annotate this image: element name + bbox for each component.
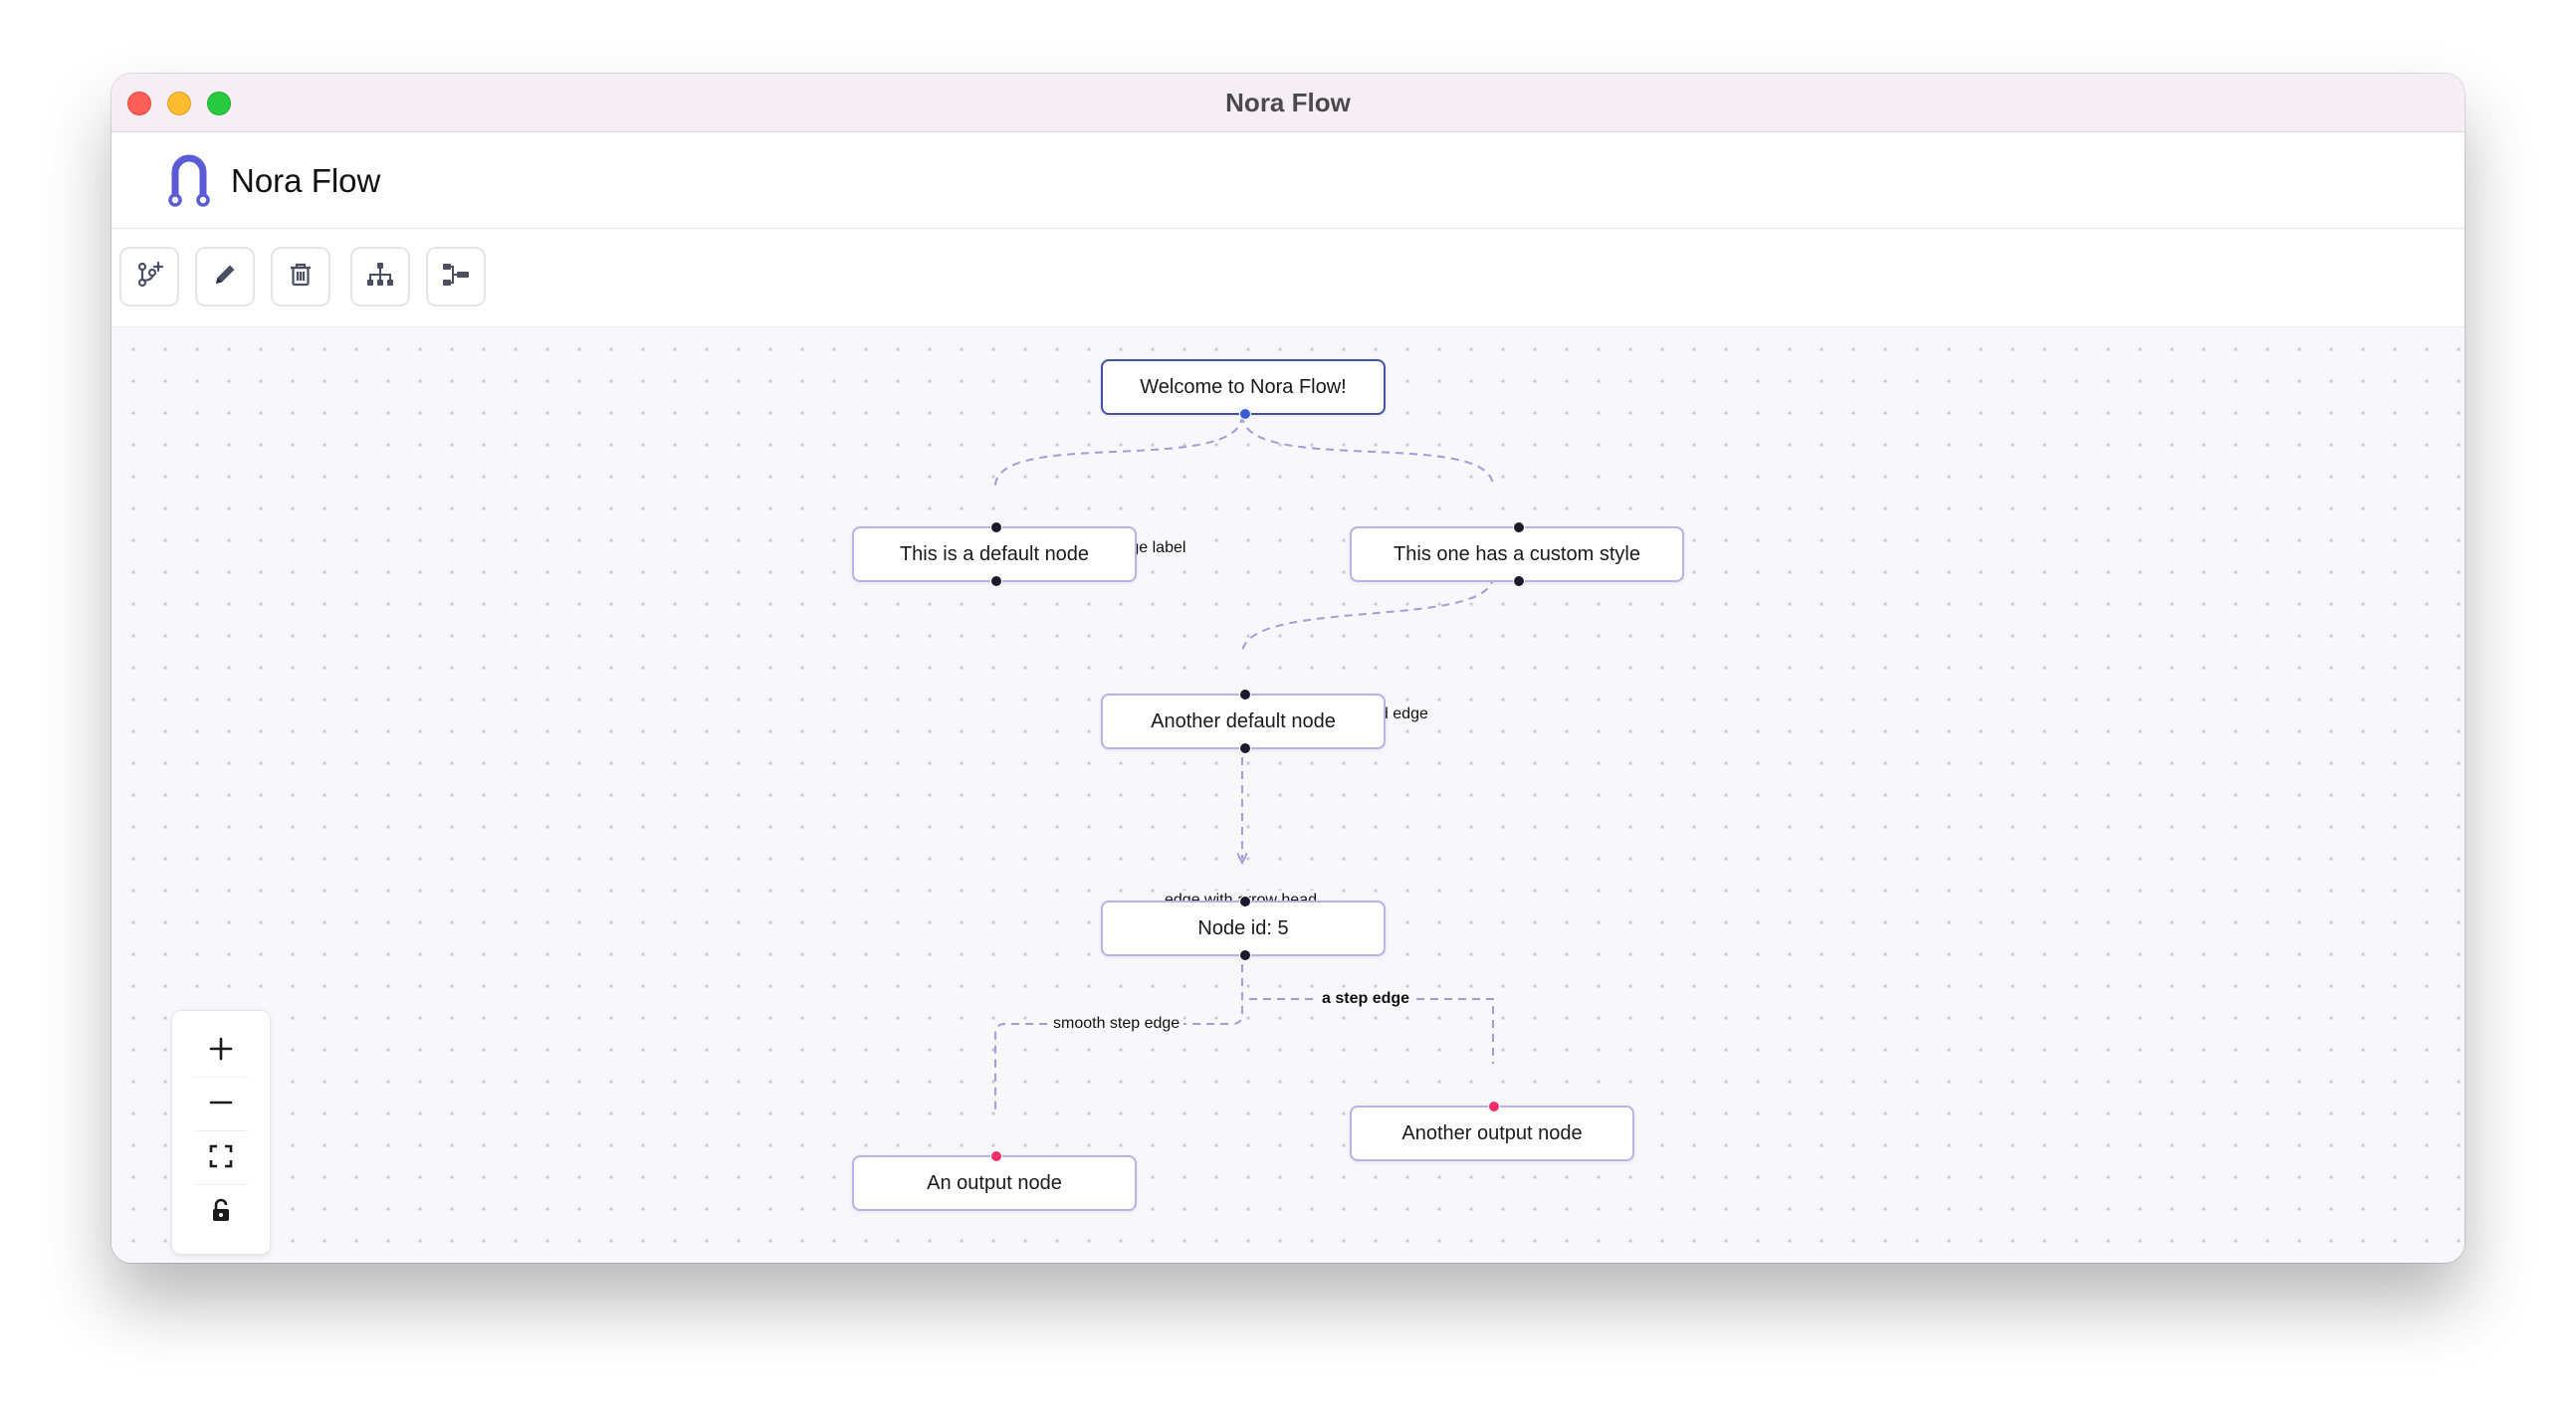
flow-node-custom-style[interactable]: This one has a custom style [1350,521,1684,587]
toggle-interactivity-button[interactable] [194,1186,248,1238]
source-handle[interactable] [1239,408,1251,420]
zoom-in-button[interactable] [194,1025,248,1078]
edge-layer [994,414,1494,1113]
flow-node[interactable]: Node id: 5 [1101,896,1386,961]
flow-node[interactable]: This is a default node [852,521,1137,587]
node-label: Node id: 5 [1197,916,1289,939]
maximize-window-button[interactable] [207,92,231,115]
minimize-window-button[interactable] [167,92,191,115]
app-name: Nora Flow [231,162,381,199]
delete-button[interactable] [271,247,330,306]
close-window-button[interactable] [127,92,151,115]
fit-view-button[interactable] [194,1132,248,1185]
flow-node-input[interactable]: Welcome to Nora Flow! [1101,359,1386,420]
unlock-icon [208,1197,234,1228]
target-handle[interactable] [990,1150,1002,1162]
node-label: Another default node [1151,709,1336,732]
edge-3-4 [1241,575,1494,655]
app-window: Nora Flow Nora Flow [111,74,2465,1263]
source-handle[interactable] [990,575,1002,587]
target-handle[interactable] [1488,1101,1500,1112]
flow-node-output[interactable]: An output node [852,1150,1137,1211]
target-handle[interactable] [1513,521,1525,533]
plus-icon [208,1036,234,1067]
node-label: Another output node [1401,1121,1583,1144]
title-bar: Nora Flow [111,74,2465,132]
vertical-layout-button[interactable] [350,247,410,306]
add-node-button[interactable] [119,247,179,306]
zoom-out-button[interactable] [194,1079,248,1131]
source-handle[interactable] [1239,742,1251,754]
fit-view-icon [208,1143,234,1174]
horseshoe-magnet-logo-icon [167,154,211,213]
toolbar [111,229,2465,327]
app-header: Nora Flow [111,132,2465,229]
edge-label: smooth step edge [1049,1014,1184,1034]
flow-node[interactable]: Another default node [1101,689,1386,754]
branch-plus-icon [135,261,164,294]
node-label: An output node [927,1171,1062,1194]
edge-1-2 [994,414,1243,488]
window-title: Nora Flow [1225,88,1351,117]
flow-controls [171,1010,271,1255]
trash-icon [287,261,315,294]
flow-canvas[interactable]: this is an edge label animated edge edge… [111,327,2465,1263]
source-handle[interactable] [1513,575,1525,587]
node-label: This one has a custom style [1394,542,1640,565]
pencil-icon [211,261,239,294]
hierarchy-icon [365,261,395,294]
minus-icon [208,1090,234,1120]
edge-1-3 [1241,414,1494,488]
flow-node-output[interactable]: Another output node [1350,1101,1634,1161]
horizontal-tree-icon [441,261,471,294]
target-handle[interactable] [990,521,1002,533]
target-handle[interactable] [1239,689,1251,701]
source-handle[interactable] [1239,949,1251,961]
node-label: Welcome to Nora Flow! [1140,375,1347,398]
target-handle[interactable] [1239,896,1251,907]
node-label: This is a default node [899,542,1090,565]
edge-label: a step edge [1318,989,1414,1009]
horizontal-layout-button[interactable] [426,247,486,306]
edit-button[interactable] [195,247,255,306]
